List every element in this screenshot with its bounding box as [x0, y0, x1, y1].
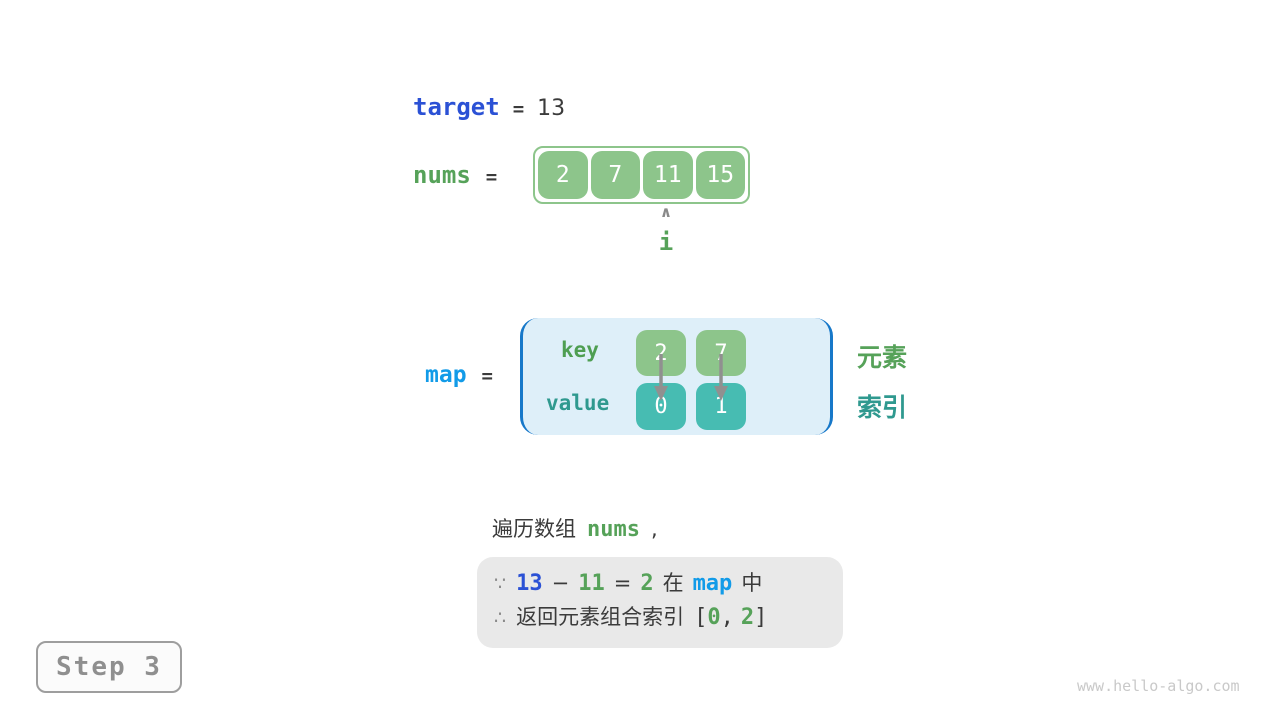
array-cell: 7 — [590, 151, 640, 199]
equals-operator: = — [613, 571, 632, 595]
map-value-row-label: value — [546, 391, 610, 415]
step-badge: Step 3 — [36, 641, 182, 693]
index-pointer-caret-icon: ∧ — [659, 203, 673, 221]
minus-operator: − — [551, 571, 570, 595]
array-cell: 15 — [695, 151, 745, 199]
result-text: 返回元素组合索引 — [516, 605, 685, 629]
conclusion-line-1: ∵ 13 − 11 = 2 在 map 中 — [494, 567, 843, 601]
map-key-cell: 7 — [696, 330, 746, 376]
subtrahend-value: 11 — [578, 571, 605, 596]
map-key-row-label: key — [561, 338, 599, 362]
in-word: 在 — [662, 571, 684, 595]
watermark: www.hello-algo.com — [1077, 677, 1240, 695]
map-value-cell: 1 — [696, 383, 746, 430]
conclusion-box: ∵ 13 − 11 = 2 在 map 中 ∴ 返回元素组合索引 [ 0 , 2… — [477, 557, 843, 648]
map-key-cell: 2 — [636, 330, 686, 376]
result-index-second: 2 — [740, 605, 755, 630]
map-box: key value 2 7 0 1 — [520, 318, 833, 435]
nums-equals: = — [485, 166, 498, 188]
caption-nums-code: nums — [587, 517, 640, 542]
map-value-cell: 0 — [636, 383, 686, 430]
element-side-label: 元素 — [857, 343, 908, 372]
array-cell: 11 — [643, 151, 693, 199]
caption-line: 遍历数组 nums , — [492, 513, 658, 543]
nums-label: nums — [413, 161, 471, 189]
bracket-close: ] — [754, 605, 768, 630]
target-row: target = 13 — [413, 93, 565, 121]
result-index-first: 0 — [707, 605, 721, 630]
therefore-symbol: ∴ — [494, 607, 507, 629]
target-equals: = — [512, 98, 525, 120]
conclusion-line-2: ∴ 返回元素组合索引 [ 0 , 2 ] — [494, 601, 843, 635]
map-code-word: map — [692, 571, 733, 596]
nums-array: 2 7 11 15 — [533, 146, 750, 204]
caption-prefix: 遍历数组 — [492, 517, 576, 541]
target-label: target — [413, 93, 500, 121]
minuend-value: 13 — [516, 571, 543, 596]
map-label-row: map = — [425, 362, 493, 388]
array-cell: 2 — [538, 151, 588, 199]
difference-value: 2 — [640, 571, 654, 596]
target-value: 13 — [537, 96, 566, 121]
index-pointer-label: i — [658, 228, 674, 256]
map-label: map — [425, 362, 467, 388]
map-equals: = — [481, 365, 493, 387]
caption-suffix: , — [650, 517, 658, 541]
because-symbol: ∵ — [494, 573, 507, 595]
index-side-label: 索引 — [857, 393, 908, 422]
bracket-open: [ — [694, 605, 708, 630]
zhong-word: 中 — [741, 571, 763, 595]
nums-label-row: nums = — [413, 161, 497, 189]
comma: , — [720, 605, 734, 630]
